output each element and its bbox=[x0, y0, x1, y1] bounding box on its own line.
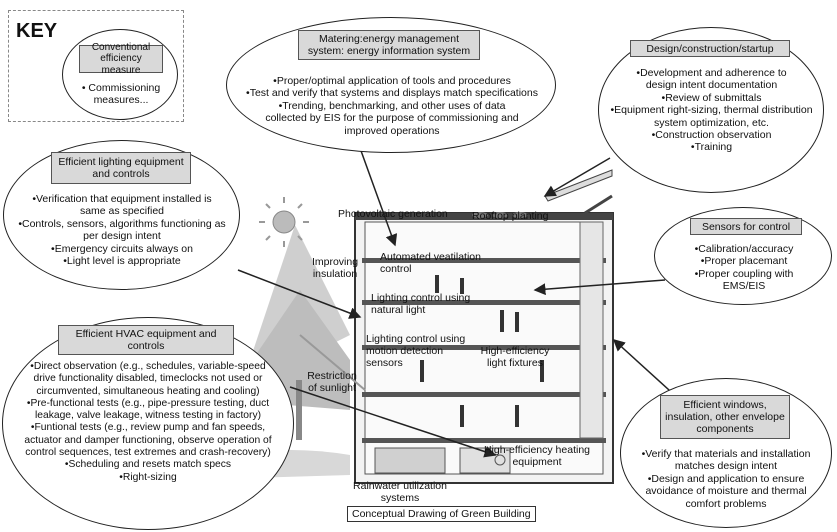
connector-arrows bbox=[237, 147, 681, 458]
hvac-list: Direct observation (e.g., schedules, var… bbox=[8, 361, 288, 484]
label-insulation: Improving insulation bbox=[311, 256, 359, 280]
label-ventilation: Automated veatilation control bbox=[380, 251, 481, 275]
metering-item: Test and verify that systems and display… bbox=[237, 87, 547, 99]
sensors-item: Proper coupling with EMS/EIS bbox=[670, 268, 818, 293]
design-item: Review of submittals bbox=[610, 92, 813, 104]
sensors-list: Calibration/accuracy Proper placemant Pr… bbox=[670, 243, 818, 293]
lighting-item: Verification that equipment installed is… bbox=[12, 193, 232, 218]
sensors-item: Proper placemant bbox=[670, 255, 818, 267]
windows-list: Verify that materials and installation m… bbox=[626, 448, 826, 510]
label-light-natural: Lighting control using natural light bbox=[371, 292, 471, 316]
design-item: Construction observation bbox=[610, 129, 813, 141]
hvac-item: Right-sizing bbox=[8, 472, 288, 484]
hvac-item: Funtional tests (e.g., review pump and f… bbox=[8, 422, 288, 459]
design-item: Development and adherence to design inte… bbox=[610, 67, 813, 92]
key-title: KEY bbox=[16, 20, 58, 42]
label-heating: High-efficiency heating equipment bbox=[483, 444, 591, 468]
key-conventional-box: Conventional efficiency measure bbox=[79, 42, 163, 76]
metering-item: Trending, benchmarking, and other uses o… bbox=[237, 100, 547, 137]
sensors-title: Sensors for control bbox=[690, 218, 802, 235]
lighting-item: Emergency circuits always on bbox=[12, 243, 232, 255]
label-fixtures: High-efficiency light fixtures bbox=[480, 345, 550, 369]
key-ellipse bbox=[62, 29, 178, 120]
hvac-item: Scheduling and resets match specs bbox=[8, 459, 288, 471]
key-commissioning-label: • Commissioning measures... bbox=[81, 82, 161, 106]
sun-icon bbox=[259, 197, 309, 247]
building-body bbox=[354, 169, 614, 484]
windows-item: Verify that materials and installation m… bbox=[626, 448, 826, 473]
label-light-motion: Lighting control using motion detection … bbox=[366, 333, 466, 369]
metering-item: Proper/optimal application of tools and … bbox=[237, 75, 547, 87]
design-list: Development and adherence to design inte… bbox=[610, 67, 813, 154]
hvac-item: Pre-functional tests (e.g., pipe-pressur… bbox=[8, 398, 288, 423]
metering-list: Proper/optimal application of tools and … bbox=[237, 75, 547, 137]
design-item: Training bbox=[610, 141, 813, 153]
hvac-item: Direct observation (e.g., schedules, var… bbox=[8, 361, 288, 398]
label-rooftop: Rooftop planting bbox=[472, 210, 549, 222]
lighting-item: Controls, sensors, algorithms functionin… bbox=[12, 218, 232, 243]
design-title: Design/construction/startup bbox=[630, 40, 790, 57]
lighting-title: Efficient lighting equipment and control… bbox=[51, 152, 191, 184]
lighting-item: Light level is appropriate bbox=[12, 255, 232, 267]
hvac-title: Efficient HVAC equipment and controls bbox=[58, 325, 234, 355]
label-sunlight: Restriction of sunlight bbox=[307, 370, 357, 394]
sensors-item: Calibration/accuracy bbox=[670, 243, 818, 255]
label-photovoltaic: Photovoltaic generation bbox=[338, 208, 448, 220]
lighting-list: Verification that equipment installed is… bbox=[12, 193, 232, 267]
windows-item: Design and application to ensure avoidan… bbox=[626, 473, 826, 510]
label-rainwater: Rainwater utilization systems bbox=[353, 480, 447, 504]
key-panel bbox=[8, 10, 184, 122]
windows-title: Efficient windows, insulation, other env… bbox=[660, 395, 790, 439]
drawing-caption: Conceptual Drawing of Green Building bbox=[347, 506, 536, 522]
design-item: Equipment right-sizing, thermal distribu… bbox=[610, 104, 813, 129]
metering-title: Matering:energy management system: energ… bbox=[298, 30, 480, 60]
